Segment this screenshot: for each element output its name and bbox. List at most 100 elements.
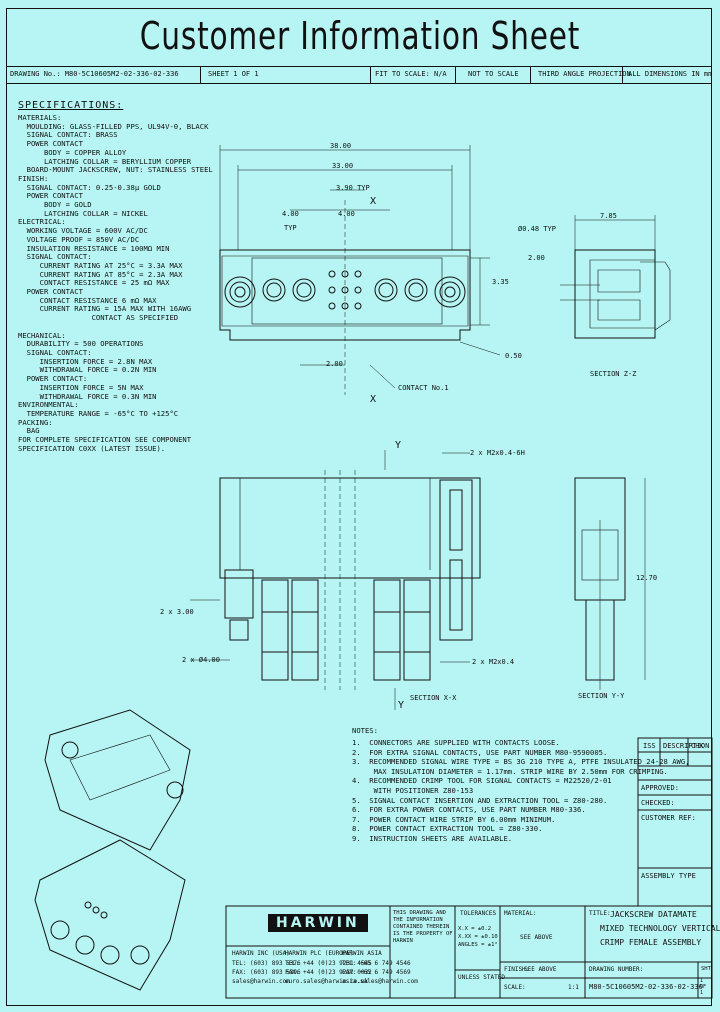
header-strip <box>6 66 712 84</box>
spec-line: TEMPERATURE RANGE = -65°C TO +125°C <box>18 408 179 418</box>
section-marker-y-bottom: Y <box>398 700 405 711</box>
dim-boss-height: 2 x 3.00 <box>160 608 194 616</box>
checked-label: CHECKED: <box>641 799 675 807</box>
spec-line: CONTACT RESISTANCE = 25 mΩ MAX <box>18 278 170 288</box>
spec-line: WITHDRAWAL FORCE = 0.2N MIN <box>18 365 157 375</box>
spec-line: INSERTION FORCE = 5N MAX <box>18 382 144 392</box>
spec-line: INSERTION FORCE = 2.8N MAX <box>18 356 153 366</box>
approved-label: APPROVED: <box>641 784 679 792</box>
not-to-scale-label: NOT TO SCALE <box>468 70 519 78</box>
spec-line: LATCHING COLLAR = NICKEL <box>18 208 148 218</box>
spec-line: SPECIFICATION C0XX (LATEST ISSUE). <box>18 443 166 453</box>
tolerances-label: TOLERANCES <box>460 910 497 917</box>
spec-line: POWER CONTACT <box>18 287 83 297</box>
dim-thread-top: 2 x M2x0.4-6H <box>470 449 525 457</box>
drawing-number-block: M80-5C10605M2-02-336-02-336 <box>589 983 703 991</box>
assembly-type-label: ASSEMBLY TYPE <box>641 872 696 880</box>
spec-line: FINISH: <box>18 173 49 183</box>
spec-line: POWER CONTACT <box>18 191 83 201</box>
usa-fax: FAX: (603) 893 5396 <box>232 969 301 976</box>
title-line-2: MIXED TECHNOLOGY VERTICAL <box>600 924 720 933</box>
scale-label-block: SCALE: <box>504 984 526 991</box>
asia-fax: FAX: +65 6 749 4569 <box>342 969 411 976</box>
title-line-1: JACKSCREW DATAMATE <box>610 910 697 919</box>
spec-line: BAG <box>18 426 40 436</box>
section-marker-x-top: X <box>370 196 377 207</box>
section-x-x-label: SECTION X-X <box>410 694 457 702</box>
spec-line: ENVIRONMENTAL: <box>18 400 79 410</box>
section-marker-x-bottom: X <box>370 394 377 405</box>
spec-line: WITHDRAWAL FORCE = 0.3N MIN <box>18 391 157 401</box>
title-label: TITLE: <box>589 910 611 917</box>
spec-line: INSULATION RESISTANCE = 100MΩ MIN <box>18 243 170 253</box>
europe-tel: TEL: +44 (0)23 9231 4545 <box>285 960 372 967</box>
note-line: 1. CONNECTORS ARE SUPPLIED WITH CONTACTS… <box>352 738 560 747</box>
dim-row-pitch: 2.00 <box>326 360 343 368</box>
usa-email[interactable]: sales@harwin.com <box>232 978 290 985</box>
rev-col-description: DESCRIPTION <box>663 742 710 750</box>
harwin-europe-label: HARWIN PLC (EUROPE) <box>285 950 354 957</box>
scale-value-block: 1:1 <box>568 984 579 991</box>
spec-line: CURRENT RATING = 15A MAX WITH 16AWG <box>18 304 192 314</box>
finish-label: FINISH: <box>504 966 530 973</box>
asia-email[interactable]: asia.sales@harwin.com <box>342 978 418 985</box>
spec-line: VOLTAGE PROOF = 850V AC/DC <box>18 234 140 244</box>
dim-pin-diameter: Ø0.48 TYP <box>518 225 556 233</box>
dim-centre-offset: 4.00 <box>338 210 355 218</box>
sheet-block-value: 1 OF 1 <box>700 978 707 996</box>
page-title: Customer Information Sheet <box>139 14 581 58</box>
spec-line: PACKING: <box>18 417 53 427</box>
spec-line: BOARD-MOUNT JACKSCREW, NUT: STAINLESS ST… <box>18 165 213 175</box>
harwin-asia-label: HARWIN ASIA <box>342 950 382 957</box>
dim-boss-diameter: 2 x Ø4.00 <box>182 656 220 664</box>
unless-stated: UNLESS STATED <box>458 974 505 981</box>
notes-heading: NOTES: <box>352 726 378 735</box>
title-line-3: CRIMP FEMALE ASSEMBLY <box>600 938 702 947</box>
drawing-sheet <box>6 8 712 1006</box>
harwin-logo: HARWIN <box>268 912 368 932</box>
europe-email[interactable]: euro.sales@harwin.co.uk <box>285 978 369 985</box>
dim-power-pitch-typ: TYP <box>284 224 297 232</box>
drawing-number-label: DRAWING No.: M80-5C10605M2-02-336-02-336 <box>10 70 179 78</box>
drawing-number-block-label: DRAWING NUMBER: <box>589 966 644 973</box>
dim-mount-centres: 33.00 <box>332 162 354 170</box>
spec-line: BODY = COPPER ALLOY <box>18 147 127 157</box>
rev-col-iss: ISS <box>643 742 656 750</box>
usa-tel: TEL: (603) 893 5376 <box>232 960 301 967</box>
isometric-view-top <box>44 709 191 851</box>
dim-thread-bottom: 2 x M2x0.4 <box>472 658 515 666</box>
spec-line: WORKING VOLTAGE = 600V AC/DC <box>18 226 148 236</box>
section-y-y-label: SECTION Y-Y <box>578 692 625 700</box>
spec-line: SIGNAL CONTACT: BRASS <box>18 130 118 140</box>
note-line: 9. INSTRUCTION SHEETS ARE AVAILABLE. <box>352 833 513 843</box>
spec-line: POWER CONTACT <box>18 139 83 149</box>
projection-label: THIRD ANGLE PROJECTION <box>538 70 631 78</box>
europe-fax: FAX: +44 (0)23 9237 0032 <box>285 969 372 976</box>
disclaimer-text: THIS DRAWING AND THE INFORMATION CONTAIN… <box>393 910 453 944</box>
spec-line: SIGNAL CONTACT: <box>18 347 92 357</box>
spec-line: DURABILITY = 500 OPERATIONS <box>18 339 144 349</box>
dim-overall-length: 38.00 <box>330 142 352 150</box>
note-line: 3. RECOMMENDED SIGNAL WIRE TYPE = BS 3G … <box>352 757 690 767</box>
section-marker-y-top: Y <box>395 440 402 451</box>
connector-front-view <box>219 249 471 341</box>
dim-height: 3.35 <box>492 278 509 286</box>
spec-line: CURRENT RATING AT 25°C = 3.3A MAX <box>18 260 183 270</box>
spec-line: CONTACT AS SPECIFIED <box>18 313 179 323</box>
dim-depth: 7.85 <box>600 212 617 220</box>
asia-tel: TEL: +65 6 749 4546 <box>342 960 411 967</box>
note-line: 5. SIGNAL CONTACT INSERTION AND EXTRACTI… <box>352 795 608 805</box>
dim-side-offset: 2.00 <box>528 254 545 262</box>
dim-power-pitch: 4.00 <box>282 210 299 218</box>
section-y-y <box>574 477 626 601</box>
material-label: MATERIAL: <box>504 910 537 917</box>
scale-label: FIT TO SCALE: N/A <box>375 70 447 78</box>
spec-line: SIGNAL CONTACT: <box>18 252 92 262</box>
spec-line: MECHANICAL: <box>18 330 66 340</box>
dim-signal-pitch: 3.90 TYP <box>336 184 370 192</box>
dim-section-height: 12.70 <box>636 574 658 582</box>
spec-line: MOULDING: GLASS-FILLED PPS, UL94V-0, BLA… <box>18 121 209 131</box>
spec-line: MATERIALS: <box>18 113 62 122</box>
specifications-list: MATERIALS: MOULDING: GLASS-FILLED PPS, U… <box>18 113 213 453</box>
spec-line: ELECTRICAL: <box>18 217 66 227</box>
